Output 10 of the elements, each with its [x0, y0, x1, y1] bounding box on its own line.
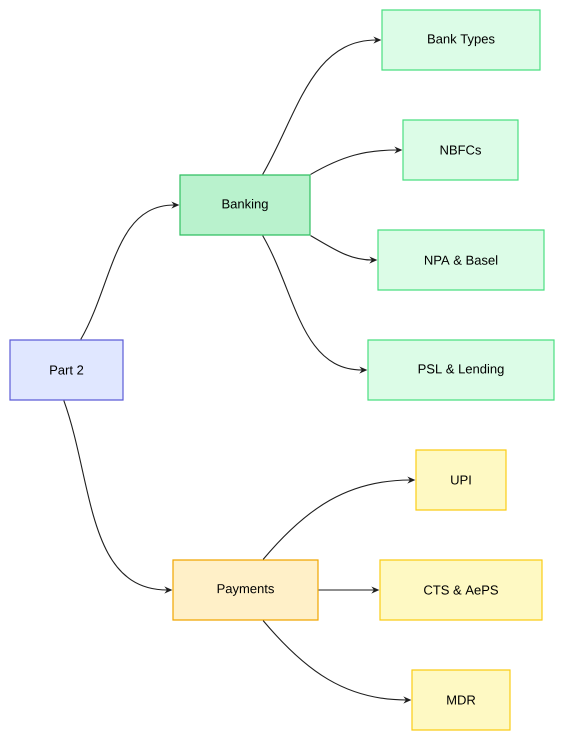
topic-box: MDR [411, 669, 511, 731]
topic-box: NBFCs [402, 119, 519, 181]
topic-box: PSL & Lending [367, 339, 555, 401]
topic-box: UPI [415, 449, 507, 511]
topic-box: Banking [179, 174, 311, 236]
topic-box: Bank Types [381, 9, 541, 71]
topic-box: NPA & Basel [377, 229, 545, 291]
topic-box: Part 2 [9, 339, 124, 401]
topic-box: CTS & AePS [379, 559, 543, 621]
topic-box: Payments [172, 559, 319, 621]
